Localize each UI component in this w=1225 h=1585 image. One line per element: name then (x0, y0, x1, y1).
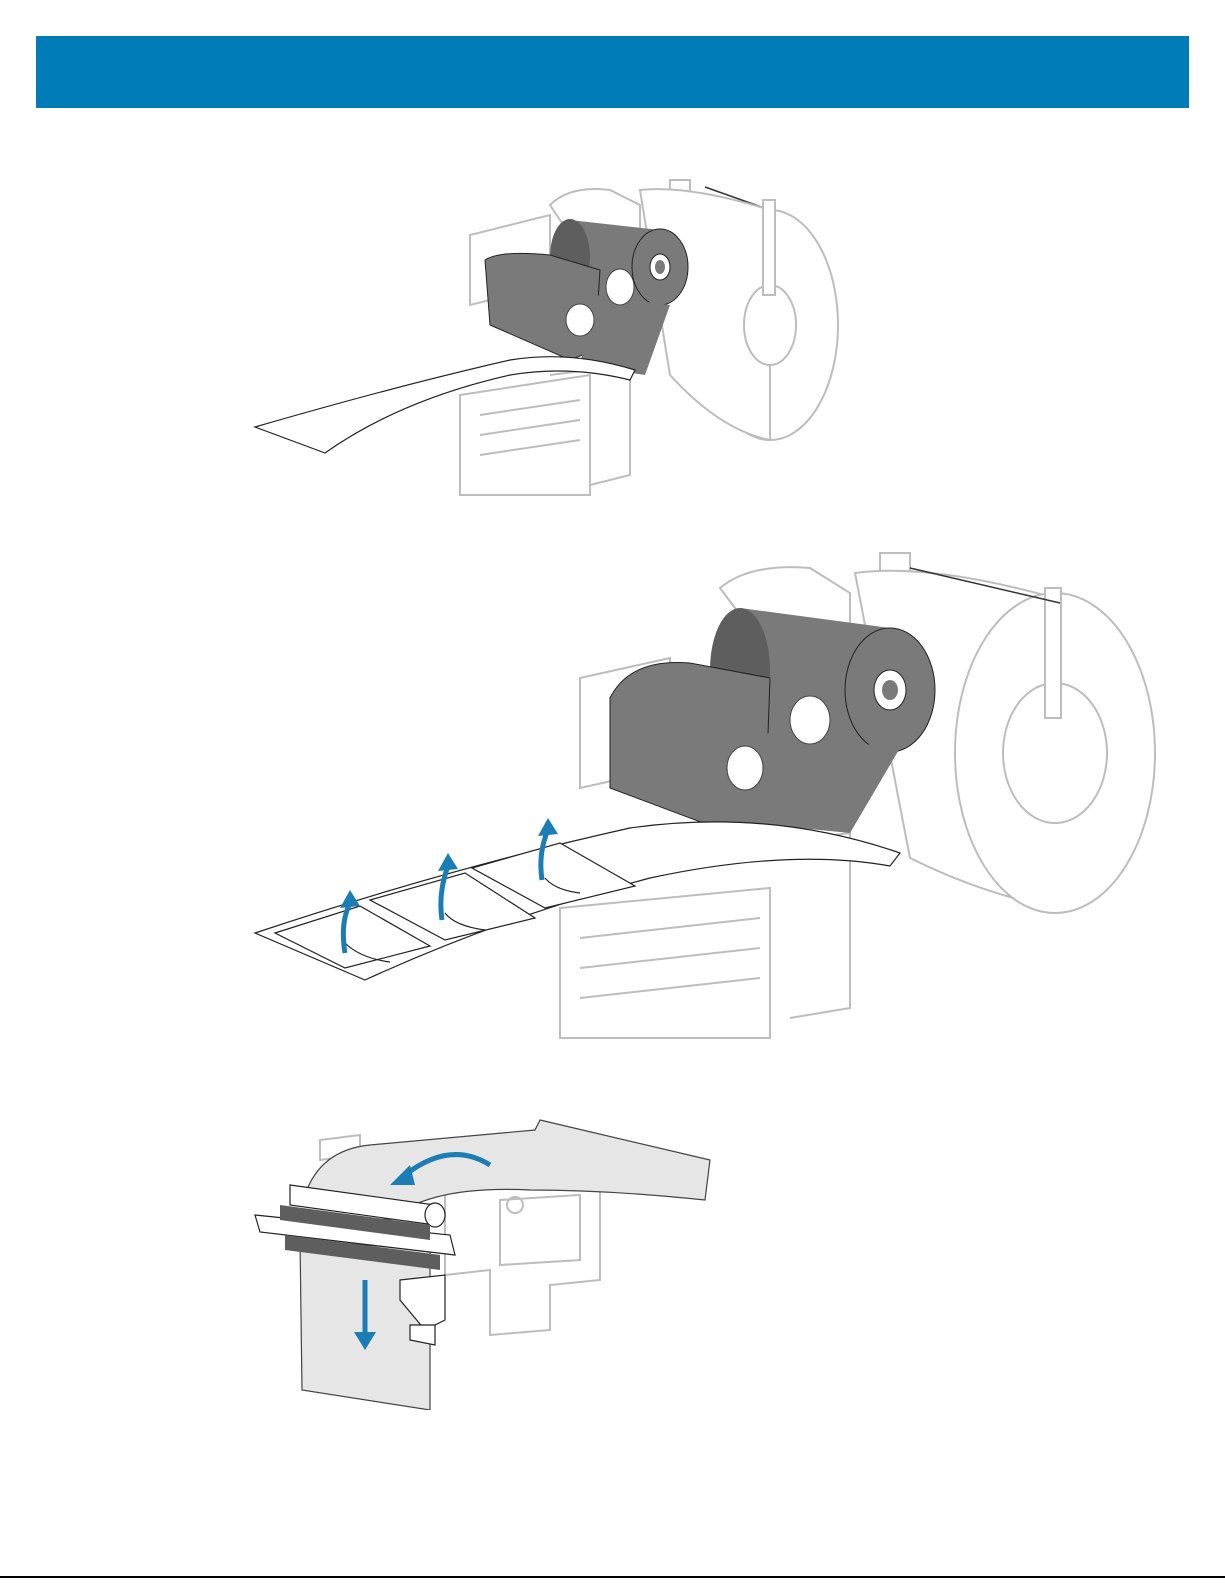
media-strip-icon (255, 357, 635, 453)
printer-peel-illustration (250, 548, 1175, 1048)
printer-media-illustration (250, 175, 850, 505)
figure-load-media (250, 175, 850, 505)
header-band (36, 36, 1189, 108)
media-roll-icon (640, 187, 838, 440)
peel-mechanism-illustration (250, 1110, 720, 1410)
footer-rule (0, 1576, 1225, 1578)
figure-peel-labels (250, 548, 1175, 1048)
figure-liner-through-rewind (250, 1110, 720, 1410)
